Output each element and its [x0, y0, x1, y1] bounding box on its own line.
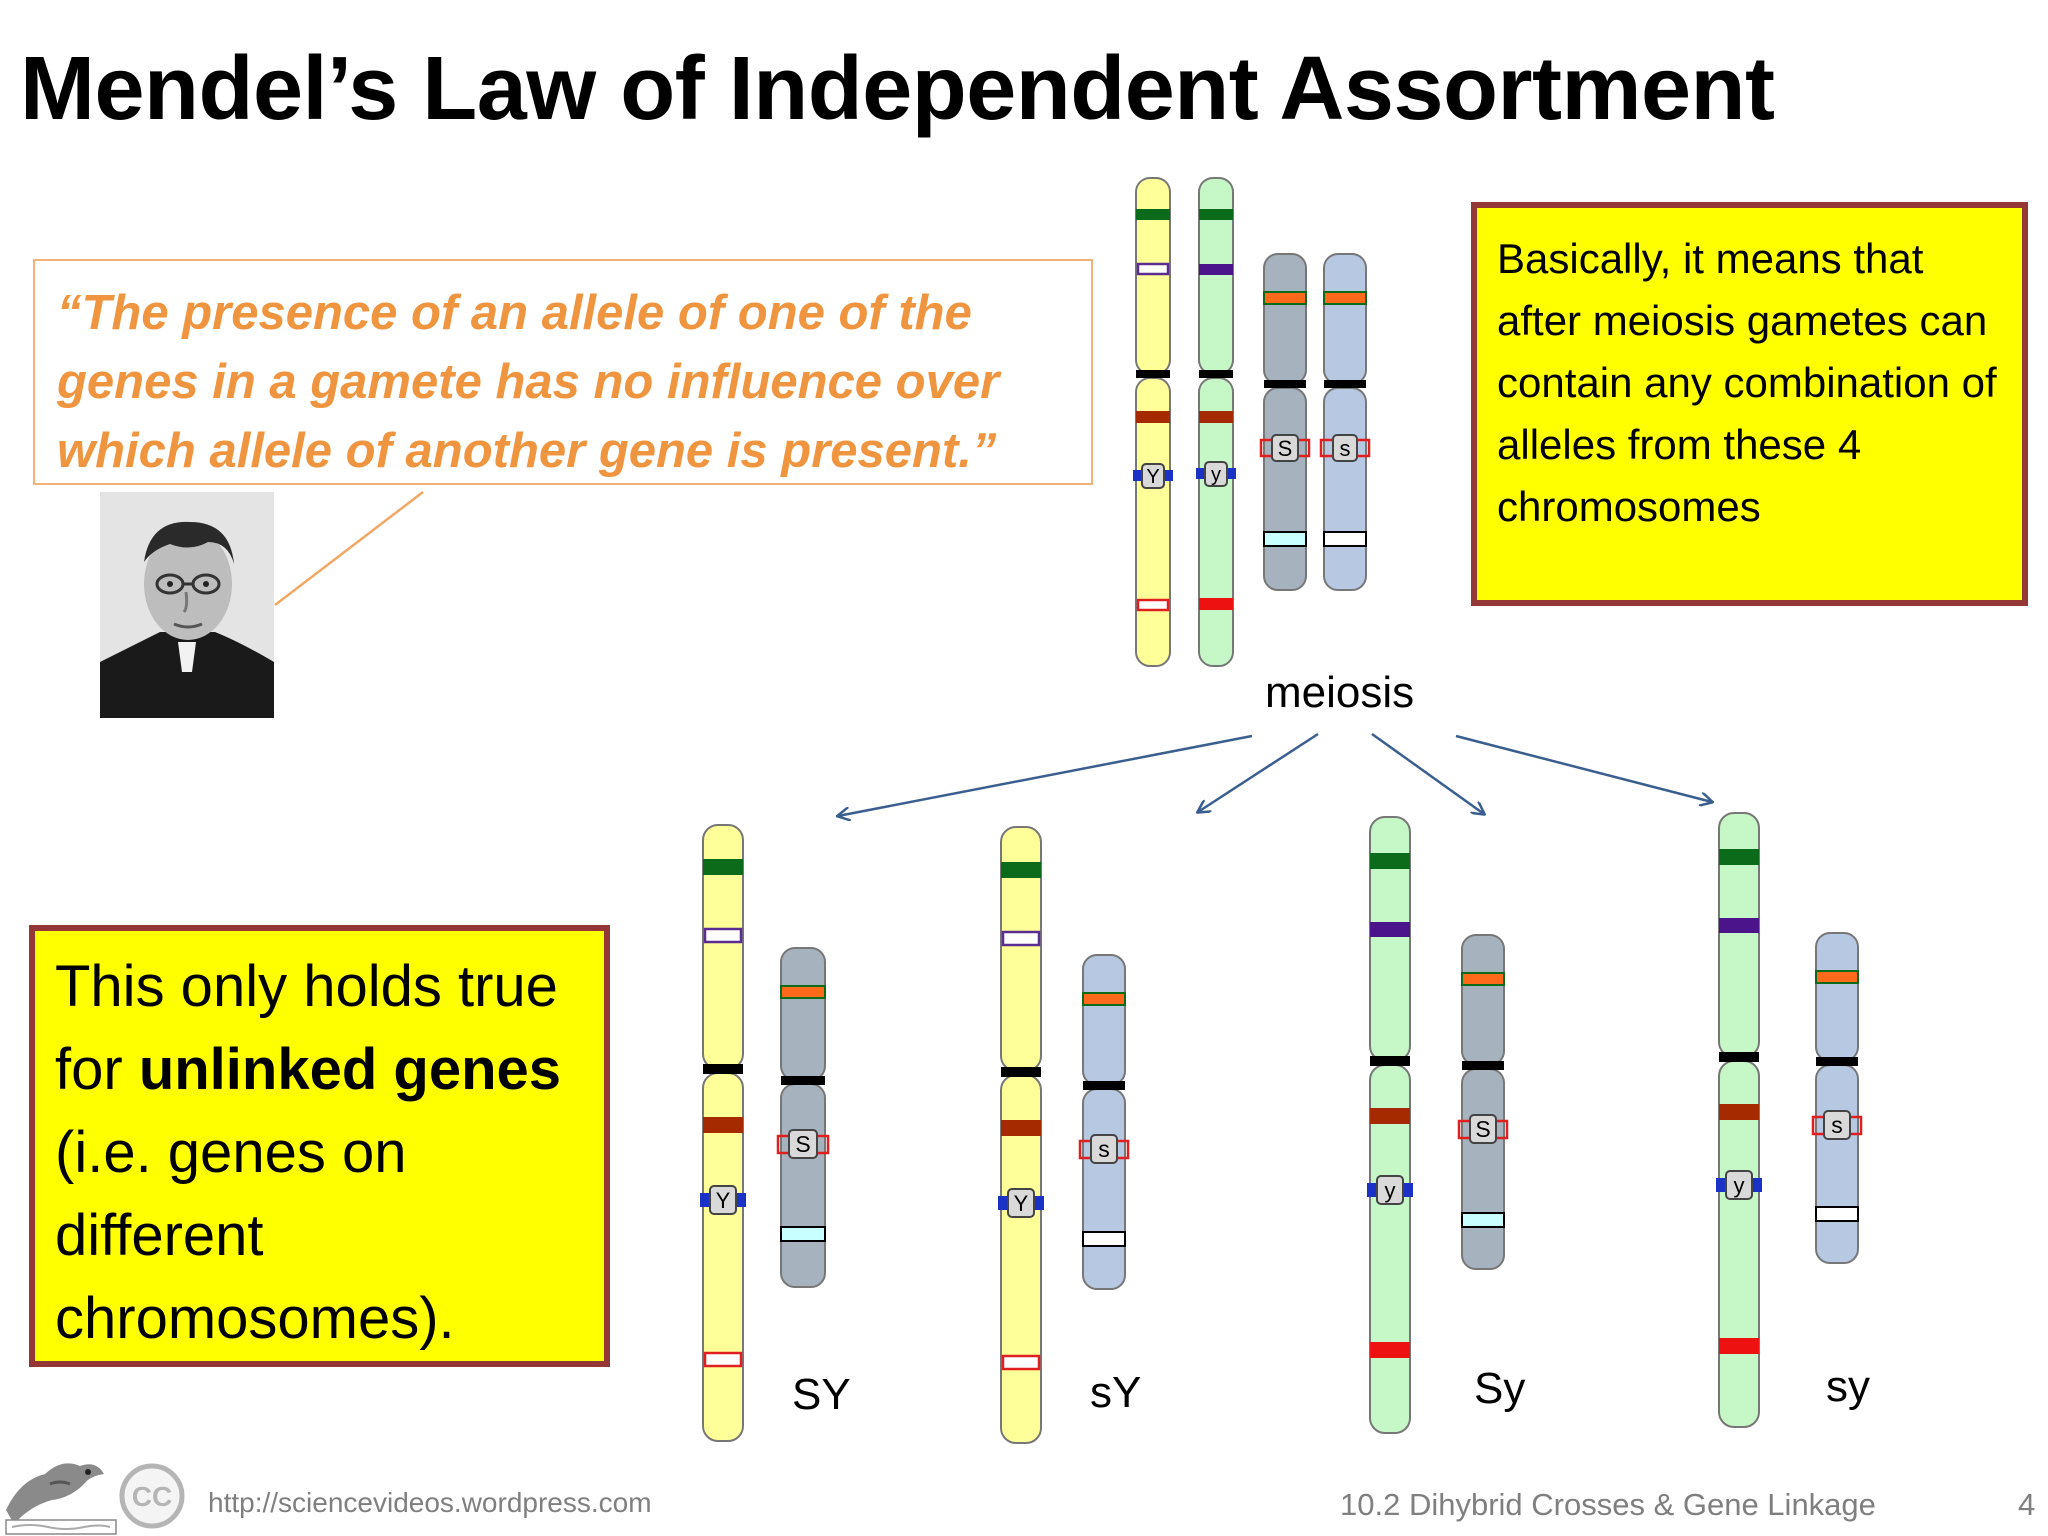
lizard-logo [5, 1463, 117, 1535]
unlinked-note-text: This only holds true for unlinked genes … [55, 945, 595, 1360]
cc-text: CC [132, 1481, 172, 1512]
page-number: 4 [2018, 1487, 2036, 1522]
gamete-1-short-allele: S [795, 1131, 810, 1157]
quote-pointer-line [274, 491, 424, 606]
parent-chromosome-blue: s [1319, 253, 1371, 591]
gamete-label-2: sY [1090, 1368, 1142, 1417]
gamete-SY: Y S [700, 824, 830, 1442]
gamete-sY: Y s [998, 826, 1130, 1444]
page-title: Mendel’s Law of Independent Assortment [20, 39, 1775, 139]
note-part2: (i.e. genes on different chromosomes). [55, 1120, 455, 1351]
creative-commons-icon: CC [119, 1463, 185, 1529]
gamete-label-4: sy [1826, 1362, 1870, 1411]
parent-allele-s: s [1340, 436, 1351, 461]
unlinked-note-box: This only holds true for unlinked genes … [29, 925, 610, 1367]
gamete-3-long-allele: y [1385, 1178, 1396, 1203]
parent-chromosome-yellow: Y [1133, 177, 1173, 667]
gamete-Sy: y S [1367, 816, 1509, 1434]
gamete-label-3: Sy [1474, 1364, 1526, 1413]
footer-url-link[interactable]: http://sciencevideos.wordpress.com [208, 1487, 652, 1518]
gamete-1-long-allele: Y [716, 1188, 731, 1213]
mendel-portrait [100, 492, 274, 718]
gamete-4-long-allele: y [1734, 1173, 1745, 1198]
arrow-to-Sy [1371, 732, 1484, 814]
explanation-text: Basically, it means that after meiosis g… [1497, 235, 1997, 530]
explanation-box: Basically, it means that after meiosis g… [1471, 202, 2028, 606]
parent-allele-S: S [1278, 436, 1293, 461]
arrow-to-sY [1198, 732, 1319, 812]
gamete-sy: y s [1716, 812, 1863, 1428]
parent-allele-Y: Y [1146, 466, 1159, 488]
gamete-2-short-allele: s [1098, 1136, 1110, 1162]
note-bold: unlinked genes [138, 1037, 562, 1102]
gamete-label-1: SY [792, 1370, 851, 1419]
quote-box: “The presence of an allele of one of the… [33, 259, 1093, 485]
footer-course-title: 10.2 Dihybrid Crosses & Gene Linkage [1340, 1487, 1876, 1522]
parent-chromosome-grey: S [1259, 253, 1311, 591]
parent-allele-y: y [1211, 464, 1221, 486]
gamete-4-short-allele: s [1831, 1112, 1843, 1138]
note-part1: This only holds true for [55, 954, 558, 1102]
arrow-to-SY [838, 734, 1253, 816]
gamete-3-short-allele: S [1475, 1116, 1490, 1142]
gamete-2-long-allele: Y [1014, 1191, 1029, 1216]
arrow-to-sy [1455, 734, 1712, 802]
parent-chromosome-green: y [1196, 177, 1236, 667]
meiosis-label: meiosis [1265, 668, 1415, 717]
mendel-quote: “The presence of an allele of one of the… [57, 286, 1000, 478]
